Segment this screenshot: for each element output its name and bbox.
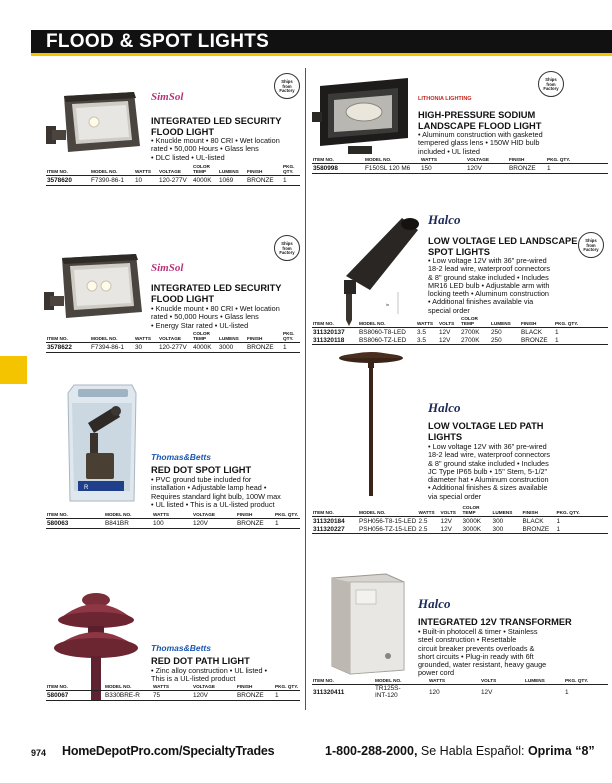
svg-text:R: R [84, 485, 89, 491]
brand-logo-simsol: SimSol [151, 262, 184, 274]
product-image-landscape-spot: in [344, 218, 419, 326]
product-title: RED DOT PATH LIGHT [151, 656, 250, 666]
section-tab [0, 356, 27, 384]
table-row: 311320411 TR125S-INT-120 120 12V 1 [313, 685, 569, 699]
product-title: INTEGRATED 12V TRANSFORMER [418, 617, 572, 627]
product-image-led-path-light [339, 352, 403, 496]
svg-text:in: in [386, 302, 389, 307]
product-image-spot-light-package: R [67, 384, 137, 502]
product-image-hps-flood [312, 78, 408, 154]
brand-logo-halco: Halco [418, 596, 451, 611]
footer-phone: 1-800-288-2000, Se Habla Español: Oprima… [325, 744, 595, 758]
product-description: • Built-in photocell & timer • Stainless… [418, 627, 547, 678]
product-image-transformer [331, 573, 405, 675]
brand-logo-thomas-betts: Thomas&Betts [151, 452, 211, 462]
product-title: RED DOT SPOT LIGHT [151, 465, 252, 475]
product-description: • Zinc alloy construction • UL listed •T… [151, 666, 268, 684]
header-banner [31, 30, 612, 53]
column-divider [305, 68, 306, 710]
page-number: 974 [31, 748, 47, 758]
brand-logo-halco: Halco [428, 400, 461, 415]
product-image-led-flood-30w [44, 254, 142, 318]
product-image-led-flood-10w [46, 92, 140, 152]
brand-logo-halco: Halco [428, 212, 461, 227]
product-image-path-light [54, 593, 138, 700]
brand-logo-simsol: SimSol [151, 91, 184, 103]
option-label: Oprima “8” [527, 744, 595, 758]
brand-logo-lithonia: LITHONIA LIGHTING [418, 96, 472, 102]
spanish-line: Se Habla Español: [420, 744, 525, 758]
phone-number: 1-800-288-2000, [325, 744, 418, 758]
footer-website-link[interactable]: HomeDepotPro.com/SpecialtyTrades [62, 744, 275, 758]
header-accent-stripe [31, 53, 612, 56]
page-title: FLOOD & SPOT LIGHTS [46, 31, 270, 52]
brand-logo-thomas-betts: Thomas&Betts [151, 643, 211, 653]
